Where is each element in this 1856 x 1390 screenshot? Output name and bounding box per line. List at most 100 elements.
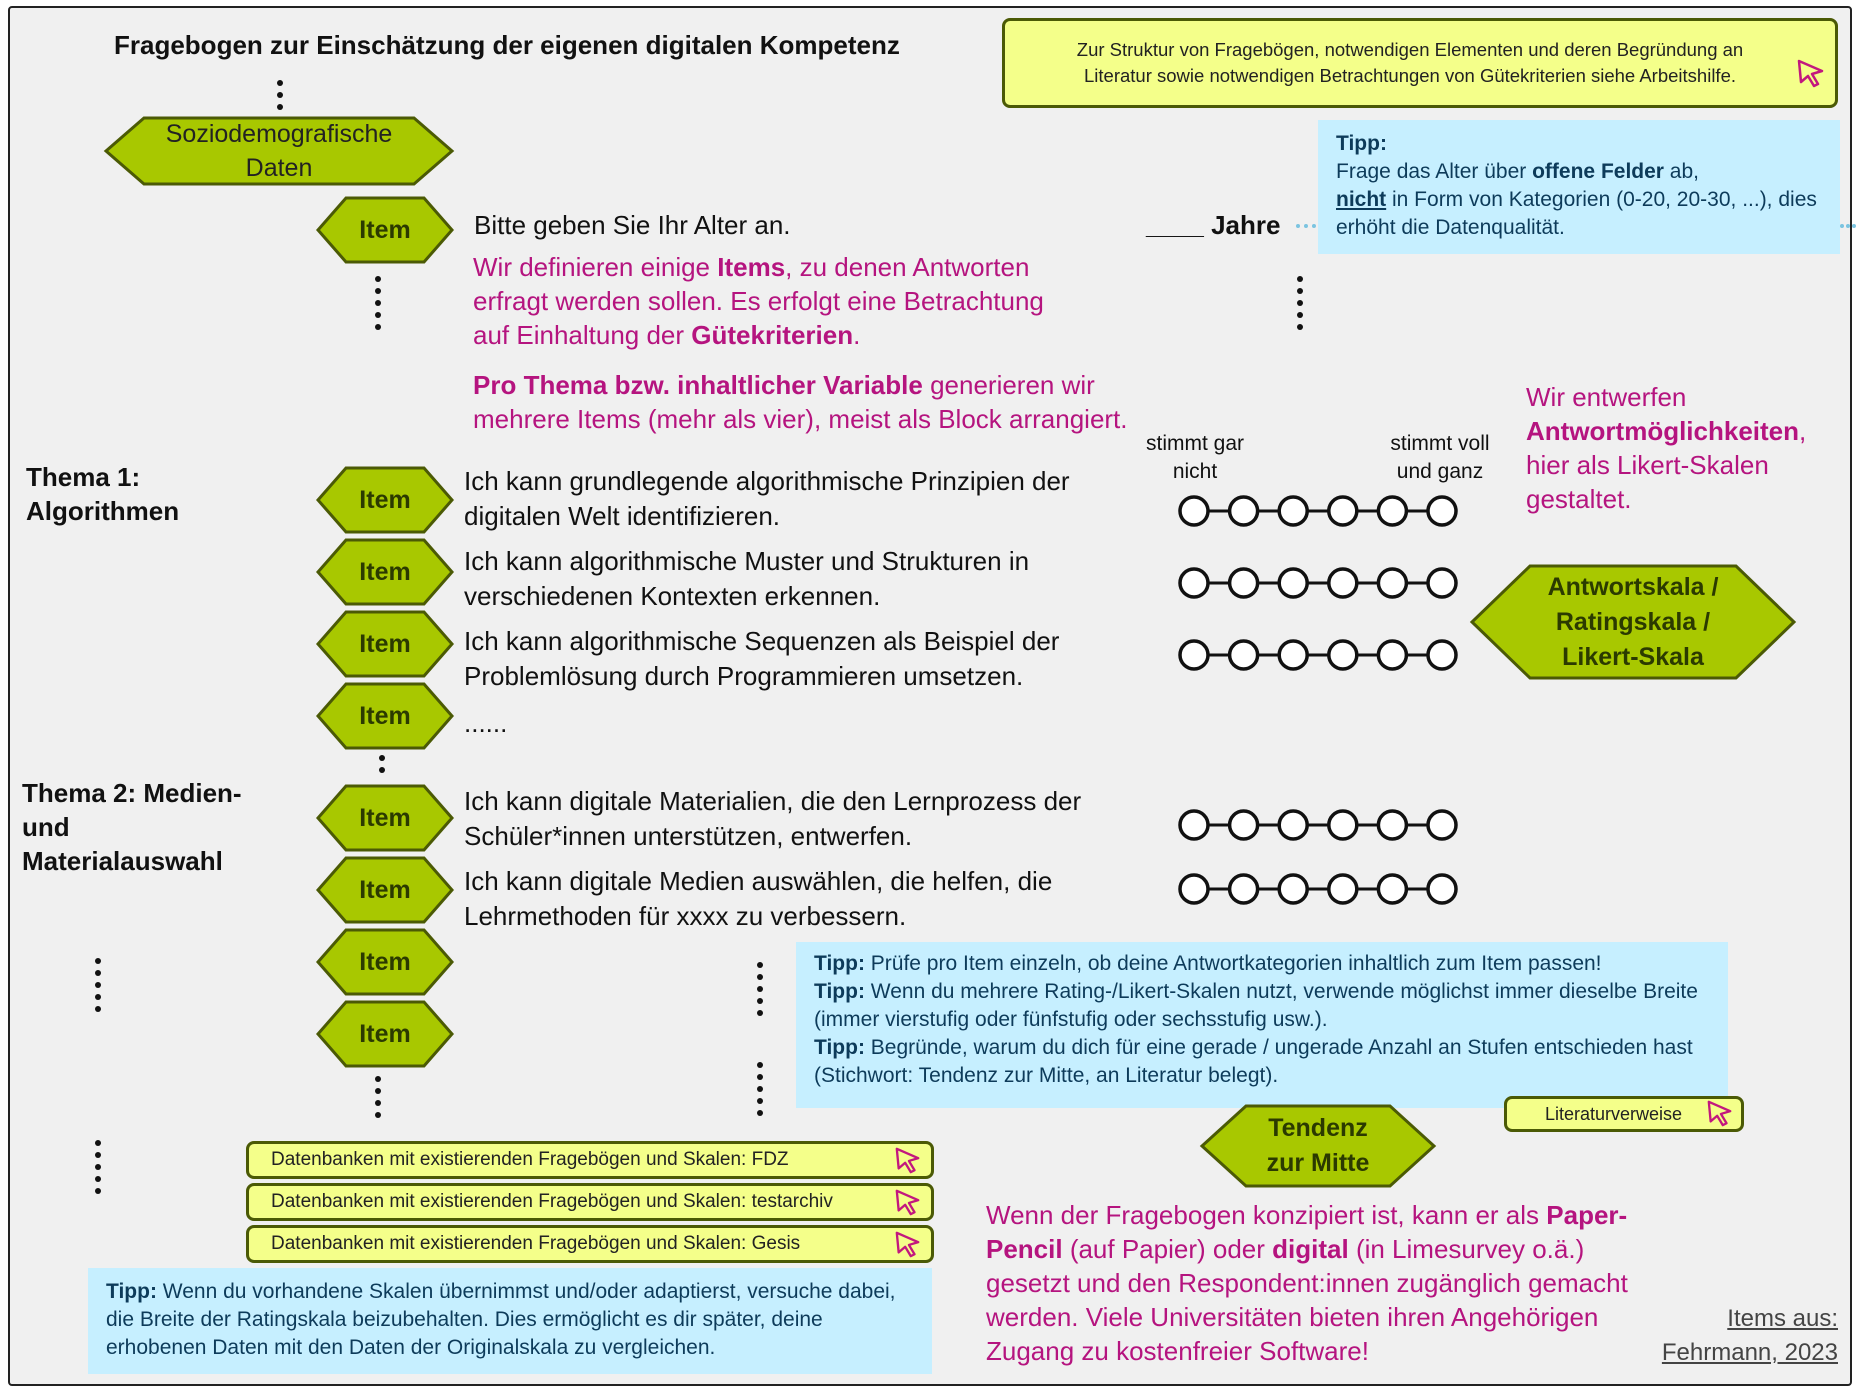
item-label: Item — [359, 701, 411, 730]
connector-dots — [95, 1140, 101, 1200]
item-label: Item — [359, 1019, 411, 1048]
arbeitshilfe-text: Zur Struktur von Fragebögen, notwendigen… — [1076, 39, 1744, 86]
tipp-label: Tipp: — [814, 1036, 865, 1059]
text: . — [853, 320, 861, 350]
bold: Gütekriterien — [691, 320, 854, 350]
likert-option[interactable] — [1227, 567, 1260, 599]
likert-option[interactable] — [1426, 639, 1458, 671]
antwortskala-label: Antwortskala / Ratingskala / Likert-Skal… — [1547, 572, 1719, 671]
item-label: Item — [359, 485, 411, 514]
source-link[interactable]: Items aus: Fehrmann, 2023 — [1661, 1305, 1838, 1366]
likert-scale — [1178, 809, 1458, 841]
entwerfen-text: Wir entwerfen Antwortmöglichkeiten, hier… — [1526, 380, 1826, 516]
item-text: Ich kann digitale Medien auswählen, die … — [464, 866, 1053, 931]
tipp-text: in Form von Kategorien (0-20, 20-30, ...… — [1336, 188, 1817, 239]
antwortskala-hex: Antwortskala / Ratingskala / Likert-Skal… — [1469, 564, 1797, 680]
likert-option[interactable] — [1227, 809, 1260, 841]
likert-scale — [1178, 495, 1458, 527]
tipp-age: Tipp: Frage das Alter über offene Felder… — [1318, 120, 1840, 254]
final-text: Wenn der Fragebogen konzipiert ist, kann… — [986, 1198, 1646, 1368]
tipp-text: Begründe, warum du dich für eine gerade … — [814, 1036, 1693, 1087]
tipp-text: Prüfe pro Item einzeln, ob deine Antwort… — [864, 952, 1602, 975]
likert-option[interactable] — [1376, 809, 1409, 841]
likert-option[interactable] — [1327, 809, 1359, 841]
tipp-label: Tipp: — [814, 980, 865, 1003]
likert-option[interactable] — [1426, 495, 1458, 527]
likert-option[interactable] — [1277, 567, 1309, 599]
text: Wir entwerfen — [1526, 382, 1687, 412]
likert-option[interactable] — [1277, 639, 1309, 671]
datenbank-link-fdz[interactable]: Datenbanken mit existierenden Fragebögen… — [246, 1141, 934, 1179]
cursor-icon — [895, 1147, 920, 1174]
likert-option[interactable] — [1376, 873, 1409, 905]
likert-option[interactable] — [1277, 873, 1309, 905]
item-label: Item — [359, 215, 411, 244]
item-text: Ich kann digitale Materialien, die den L… — [464, 786, 1082, 851]
item-hex: Item — [316, 784, 454, 852]
likert-option[interactable] — [1376, 567, 1409, 599]
cursor-icon — [1707, 1100, 1732, 1127]
item-hex: Item — [316, 196, 454, 264]
bold: Antwortmöglichkeiten — [1526, 416, 1800, 446]
text: Wir definieren einige — [473, 252, 718, 282]
item-text: ...... — [464, 708, 508, 738]
likert-option[interactable] — [1227, 495, 1260, 527]
tipp-text: Wenn du vorhandene Skalen übernimmst und… — [106, 1280, 896, 1359]
scale-label-left: stimmt gar nicht — [1145, 432, 1244, 483]
tipp-label: Tipp: — [106, 1280, 157, 1303]
likert-option[interactable] — [1227, 639, 1260, 671]
datenbank-label: Datenbanken mit existierenden Fragebögen… — [271, 1149, 789, 1170]
text: , zu denen Antworten erfragt werden soll… — [473, 252, 1044, 350]
tipp-label: Tipp: — [814, 952, 865, 975]
item-hex: Item — [316, 682, 454, 750]
datenbank-link-gesis[interactable]: Datenbanken mit existierenden Fragebögen… — [246, 1225, 934, 1263]
likert-option[interactable] — [1376, 495, 1409, 527]
connector-dots — [757, 962, 763, 1022]
age-answer-field[interactable]: ____ Jahre — [1146, 210, 1281, 240]
likert-option[interactable] — [1178, 567, 1210, 599]
item-hex: Item — [316, 1000, 454, 1068]
likert-option[interactable] — [1376, 639, 1409, 671]
tipp-bold: offene Felder — [1532, 160, 1664, 183]
likert-option[interactable] — [1227, 873, 1260, 905]
item-label: Item — [359, 557, 411, 586]
item-hex: Item — [316, 928, 454, 996]
likert-option[interactable] — [1178, 873, 1210, 905]
scale-label-right: stimmt voll und ganz — [1390, 432, 1490, 483]
likert-option[interactable] — [1327, 495, 1359, 527]
connector-dots — [277, 80, 283, 116]
likert-option[interactable] — [1178, 639, 1210, 671]
arbeitshilfe-link[interactable]: Zur Struktur von Fragebögen, notwendigen… — [1002, 18, 1838, 108]
likert-option[interactable] — [1426, 567, 1458, 599]
item-label: Item — [359, 875, 411, 904]
likert-option[interactable] — [1178, 809, 1210, 841]
thema1-label: Thema 1: Algorithmen — [26, 462, 180, 526]
item-text: Ich kann grundlegende algorithmische Pri… — [464, 466, 1070, 531]
likert-option[interactable] — [1327, 873, 1359, 905]
likert-option[interactable] — [1327, 639, 1359, 671]
cursor-icon — [1797, 59, 1824, 88]
dotted-connector — [1296, 224, 1316, 228]
literaturverweise-link[interactable]: Literaturverweise — [1504, 1096, 1744, 1132]
likert-option[interactable] — [1277, 495, 1309, 527]
text: (in Limesurvey o.ä.) gesetzt und den Res… — [986, 1234, 1628, 1366]
connector-dots — [95, 958, 101, 1018]
likert-option[interactable] — [1426, 873, 1458, 905]
cursor-icon — [895, 1189, 920, 1216]
tipp-bottom: Tipp: Wenn du vorhandene Skalen übernimm… — [88, 1268, 932, 1374]
likert-scale — [1178, 567, 1458, 599]
tendenz-label: Tendenz zur Mitte — [1266, 1114, 1370, 1177]
likert-option[interactable] — [1426, 809, 1458, 841]
likert-option[interactable] — [1277, 809, 1309, 841]
literaturverweise-label: Literaturverweise — [1545, 1103, 1683, 1124]
item-text: Ich kann algorithmische Muster und Struk… — [464, 546, 1030, 611]
connector-dots — [757, 1062, 763, 1122]
sozio-hex: Soziodemografische Daten — [103, 116, 455, 186]
item-label: Item — [359, 947, 411, 976]
likert-option[interactable] — [1178, 495, 1210, 527]
likert-scale — [1178, 873, 1458, 905]
likert-option[interactable] — [1327, 567, 1359, 599]
text: (auf Papier) oder — [1062, 1234, 1273, 1264]
datenbank-link-testarchiv[interactable]: Datenbanken mit existierenden Fragebögen… — [246, 1183, 934, 1221]
item-label: Item — [359, 629, 411, 658]
